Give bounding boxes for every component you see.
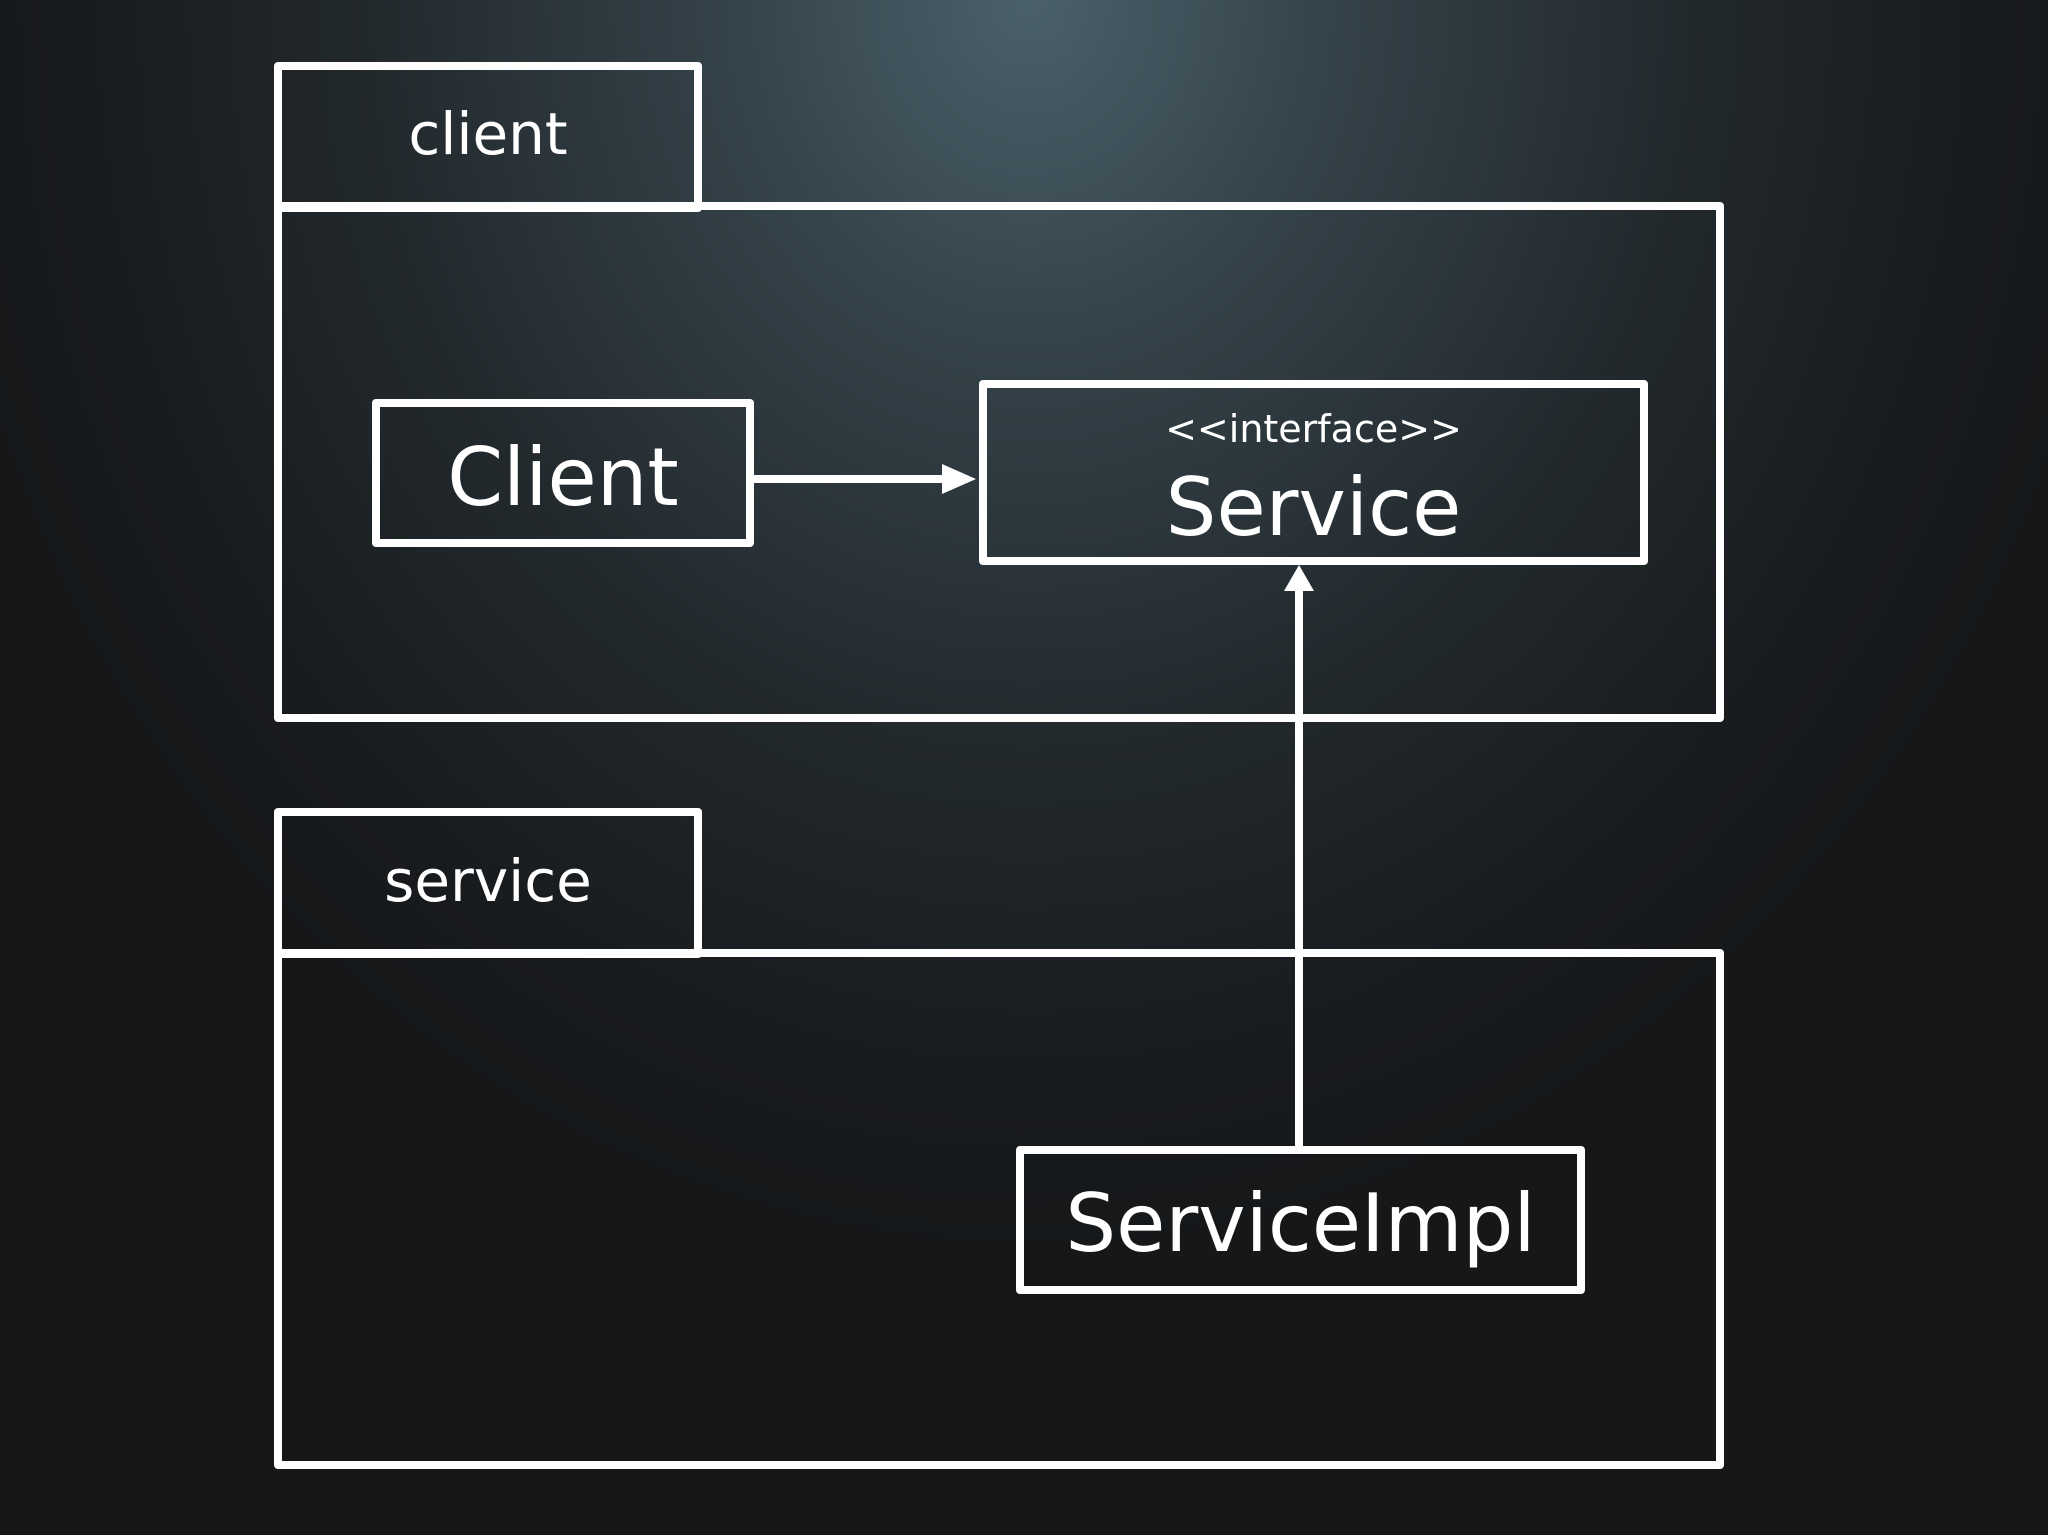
- realization-arrowhead: [1284, 565, 1314, 591]
- dependency-arrowhead: [942, 464, 976, 494]
- realization-arrow: [1284, 565, 1314, 1146]
- client-package-body: [274, 202, 1724, 722]
- service-package-body: [274, 949, 1724, 1469]
- service-interface-name: Service: [1165, 461, 1462, 554]
- dependency-arrow: [754, 464, 976, 494]
- serviceimpl-class-name: ServiceImpl: [1065, 1177, 1536, 1270]
- client-package-label: client: [408, 100, 568, 168]
- service-package-label: service: [384, 847, 592, 915]
- client-class-box: [372, 399, 754, 547]
- client-class-name: Client: [447, 431, 679, 524]
- serviceimpl-class-box: [1016, 1146, 1585, 1294]
- service-stereotype: <<interface>>: [1165, 407, 1462, 451]
- service-interface-box: [979, 380, 1648, 565]
